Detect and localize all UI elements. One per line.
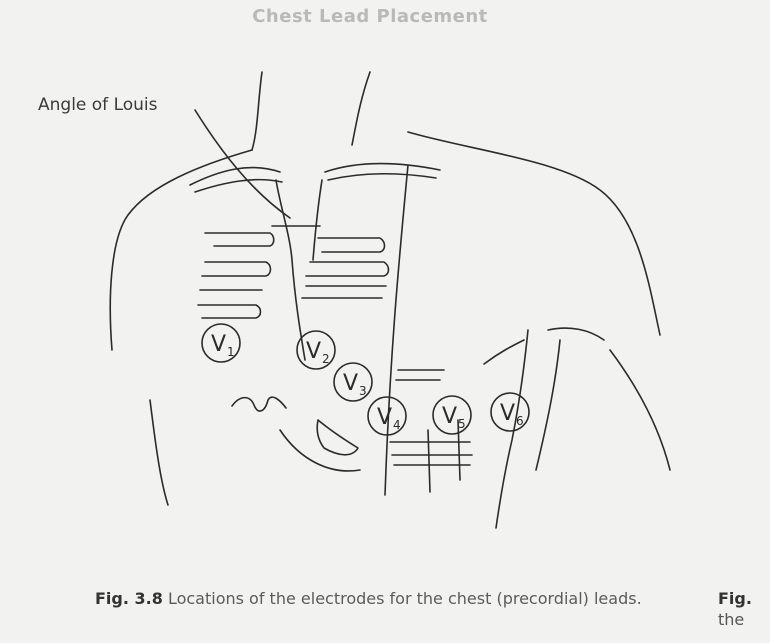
figure-number: Fig. 3.8 [95,589,163,608]
left-rib [205,233,274,246]
svg-text:V: V [500,401,515,426]
left-rib [198,305,261,318]
figure-caption-text: Locations of the electrodes for the ches… [168,589,642,608]
left-rib [202,262,271,276]
svg-text:4: 4 [393,418,401,432]
right-side [610,350,670,470]
right-clavicle [325,164,440,173]
neck-right [352,72,370,145]
right-rib [318,238,385,252]
svg-text:3: 3 [359,384,367,398]
axillary-line-a [484,340,524,364]
svg-text:5: 5 [458,417,466,431]
right-shoulder [408,132,660,335]
electrode-v3: V 3 [334,363,372,401]
xiphoid [317,420,358,455]
axillary-line-c [536,340,560,470]
svg-text:2: 2 [322,352,330,366]
svg-text:V: V [343,371,358,396]
svg-text:V: V [377,405,392,430]
sternum-right [313,180,322,260]
svg-text:V: V [442,404,457,429]
lower-vertical-left [428,430,430,492]
costal-margin [280,430,360,471]
right-rib [306,262,389,276]
left-shoulder [110,150,252,350]
left-side [150,400,168,505]
svg-text:1: 1 [227,345,235,359]
right-clavicle-lower [328,174,436,180]
svg-text:6: 6 [516,414,524,428]
left-clavicle-lower [195,180,282,192]
adjacent-caption-text: the [718,609,770,630]
electrode-v1: V 1 [202,324,240,362]
neck-left [252,72,262,150]
svg-text:V: V [306,339,321,364]
electrode-v5: V 5 [433,396,471,434]
adjacent-caption: Fig. the [718,588,770,630]
figure-caption: Fig. 3.8 Locations of the electrodes for… [95,588,655,609]
axillary-arm [548,328,604,340]
sternum-left [276,180,305,360]
electrode-v4: V 4 [368,397,406,435]
midclavicular-line [385,165,408,495]
wavy-line [232,397,286,411]
svg-text:V: V [211,332,226,357]
adjacent-figure-number: Fig. [718,588,770,609]
electrode-v6: V 6 [491,393,529,431]
